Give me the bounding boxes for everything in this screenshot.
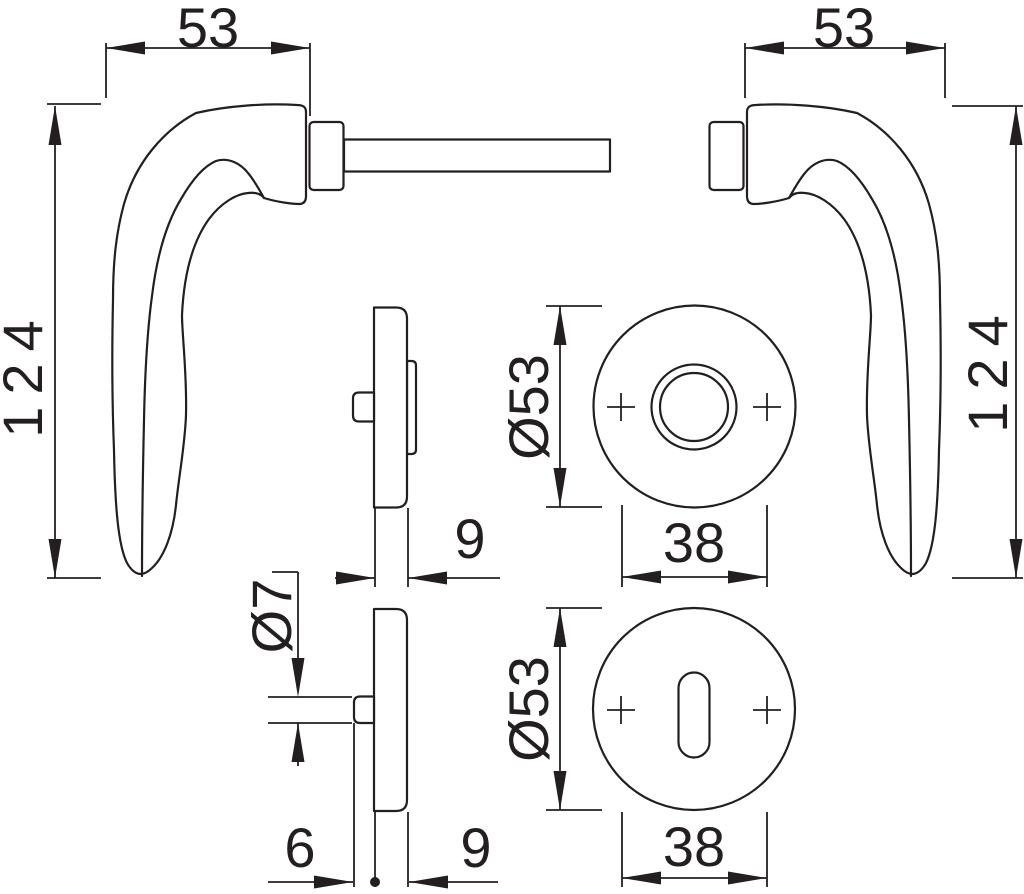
dimension-dot [370,877,380,887]
key-rose-front-view [591,606,797,812]
dim-6-9-bottom [268,723,498,889]
parts [111,103,942,813]
dim-d53-top [546,305,602,508]
dimension-lines [47,41,1023,889]
dimension-labels: 53 53 124 124 Ø53 Ø53 38 38 9 Ø7 6 9 [0,0,1019,879]
label-thickness-top: 9 [454,507,485,570]
label-spacing-top: 38 [663,511,725,574]
keyhole [677,671,711,759]
handle-rose-collar [405,359,418,456]
key-rose-side-view [352,607,409,813]
label-pin-protrusion: 6 [284,816,315,879]
handle-rose-pin [351,391,376,423]
screw-hole-cross-left [607,393,635,421]
right-lever-handle [708,103,942,578]
dim-124-right [952,105,1023,579]
dim-38-top [621,505,768,587]
dim-9-top [335,508,500,587]
dim-38-bottom [621,812,768,887]
handle-rose-side-view [351,306,418,509]
handle-rose-plate [372,306,409,509]
key-rose-pin [352,695,376,725]
label-width-left: 53 [177,0,239,59]
left-lever-handle [111,103,345,578]
label-width-right: 53 [813,0,875,59]
dim-d53-bottom [546,607,602,811]
dim-d7-pin [268,571,352,766]
label-pin-diameter: Ø7 [240,579,303,654]
spindle-bore [658,371,730,443]
right-handle-outline [745,103,942,575]
label-thickness-bottom: 9 [460,816,491,879]
handle-rose-front-view [592,304,797,509]
dim-124-left [47,103,101,579]
screw-hole-cross-right [753,393,781,421]
left-handle-inner-line [140,158,266,578]
left-handle-outline [111,103,308,575]
screw-hole-cross-left [607,696,635,724]
spindle-bar [342,138,612,173]
label-diameter-top-rose: Ø53 [497,354,560,460]
key-rose-plate [372,607,409,813]
label-spacing-bottom: 38 [663,815,725,878]
label-length-right: 124 [956,303,1019,432]
screw-hole-cross-right [753,696,781,724]
label-diameter-bottom-rose: Ø53 [497,656,560,762]
label-length-left: 124 [0,308,54,437]
left-handle-hub [308,120,345,192]
right-handle-hub [708,120,745,192]
dim-53-left [105,41,311,116]
right-handle-inner-line [787,158,913,578]
dim-53-right [744,41,946,98]
